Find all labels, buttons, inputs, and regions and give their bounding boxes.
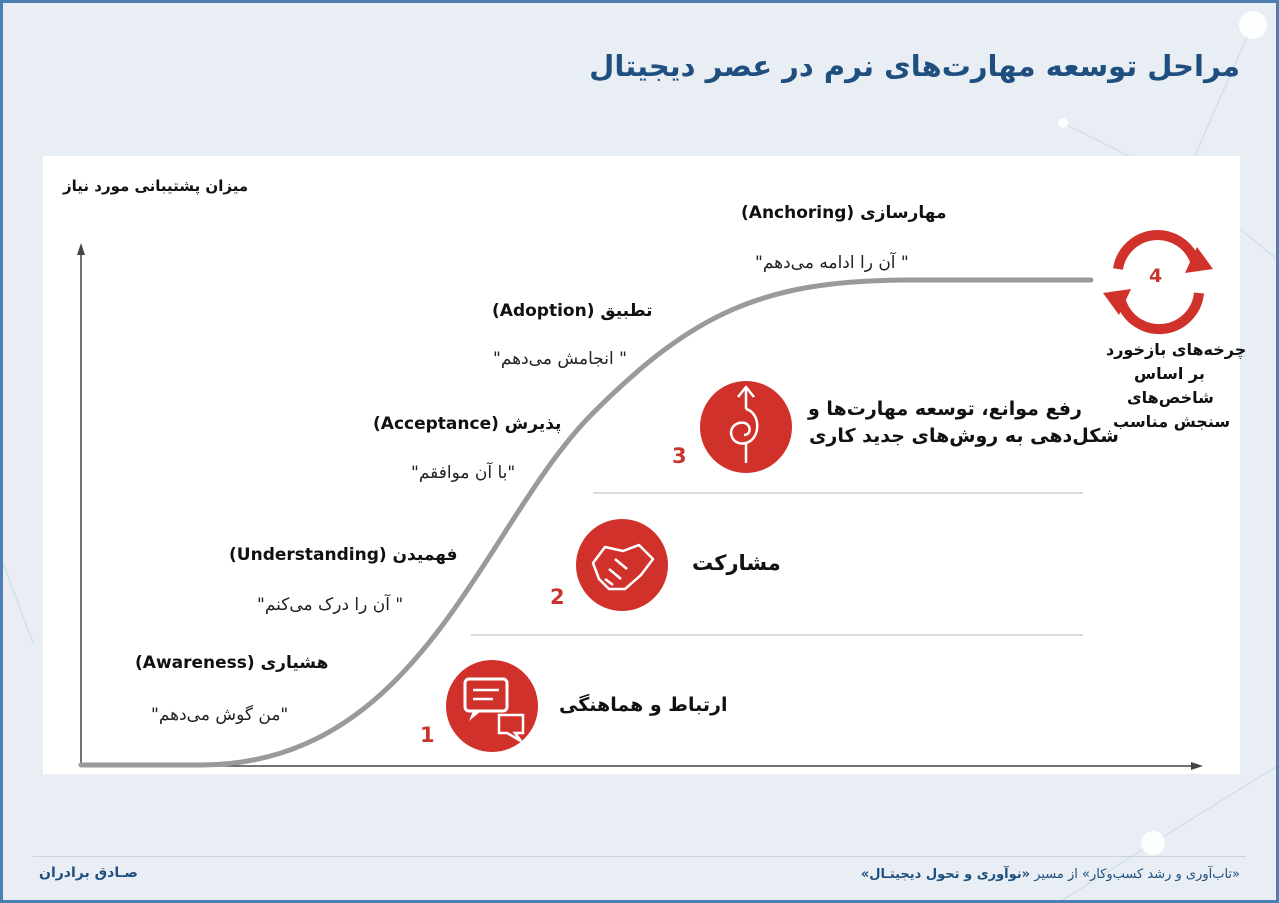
stage-name-anchoring: مهارسازی (Anchoring) — [741, 203, 947, 223]
step-number-3: 3 — [672, 444, 687, 468]
stage-name-awareness: هشیاری (Awareness) — [135, 653, 329, 673]
footer-note-part1: «تاب‌آوری و رشد کسب‌وکار» از مسیر — [1030, 867, 1240, 882]
stage-quote-anchoring: " آن را ادامه می‌دهم" — [755, 253, 909, 273]
handshake-icon — [576, 519, 668, 611]
y-axis-label: میزان پشتیبانی مورد نیاز — [63, 177, 249, 195]
footer-note-part2: «نوآوری و تحول دیجیتـال» — [860, 867, 1031, 882]
stage-name-understanding: فهمیدن (Understanding) — [229, 545, 458, 565]
step-label-feedback-line4: سنجش مناسب — [1113, 412, 1231, 431]
step-label-feedback-line1: چرخه‌های بازخورد — [1106, 340, 1247, 359]
stage-quote-acceptance: "با آن موافقم" — [411, 463, 516, 483]
s-curve — [78, 277, 1094, 768]
step-number-4: 4 — [1149, 265, 1163, 287]
step-label-feedback-line3: شاخص‌های — [1127, 388, 1214, 407]
stage-name-adoption: تطبیق (Adoption) — [492, 301, 653, 321]
step-label-remove-barriers-line2: شکل‌دهی به روش‌های جدید کاری — [809, 425, 1119, 447]
footer-divider — [33, 856, 1246, 857]
y-axis-arrowhead — [77, 243, 85, 255]
footer-note: «تاب‌آوری و رشد کسب‌وکار» از مسیر «نوآور… — [861, 867, 1240, 882]
step-label-feedback-line2: بر اساس — [1134, 364, 1205, 383]
stage-quote-awareness: "من گوش می‌دهم" — [151, 705, 289, 725]
cycle-arrows-icon — [1103, 230, 1213, 335]
adoption-curve-diagram — [77, 230, 1213, 770]
step-label-communication: ارتباط و هماهنگی — [559, 694, 728, 716]
step-label-participation: مشارکت — [692, 551, 781, 575]
footer-author: صـادق برادران — [39, 865, 138, 881]
stage-quote-understanding: " آن را درک می‌کنم" — [257, 595, 404, 615]
chat-bubbles-icon — [446, 660, 538, 752]
x-axis-arrowhead — [1191, 762, 1203, 770]
step-label-remove-barriers-line1: رفع موانع، توسعه مهارت‌ها و — [808, 398, 1082, 420]
step-number-1: 1 — [420, 723, 435, 747]
spiral-arrow-icon — [700, 381, 792, 473]
stage-quote-adoption: " انجامش می‌دهم" — [493, 349, 627, 369]
step-number-2: 2 — [550, 585, 565, 609]
page-title: مراحل توسعه مهارت‌های نرم در عصر دیجیتال — [589, 49, 1240, 83]
stage-name-acceptance: پذیرش (Acceptance) — [373, 414, 562, 434]
diagram-panel — [43, 156, 1240, 774]
